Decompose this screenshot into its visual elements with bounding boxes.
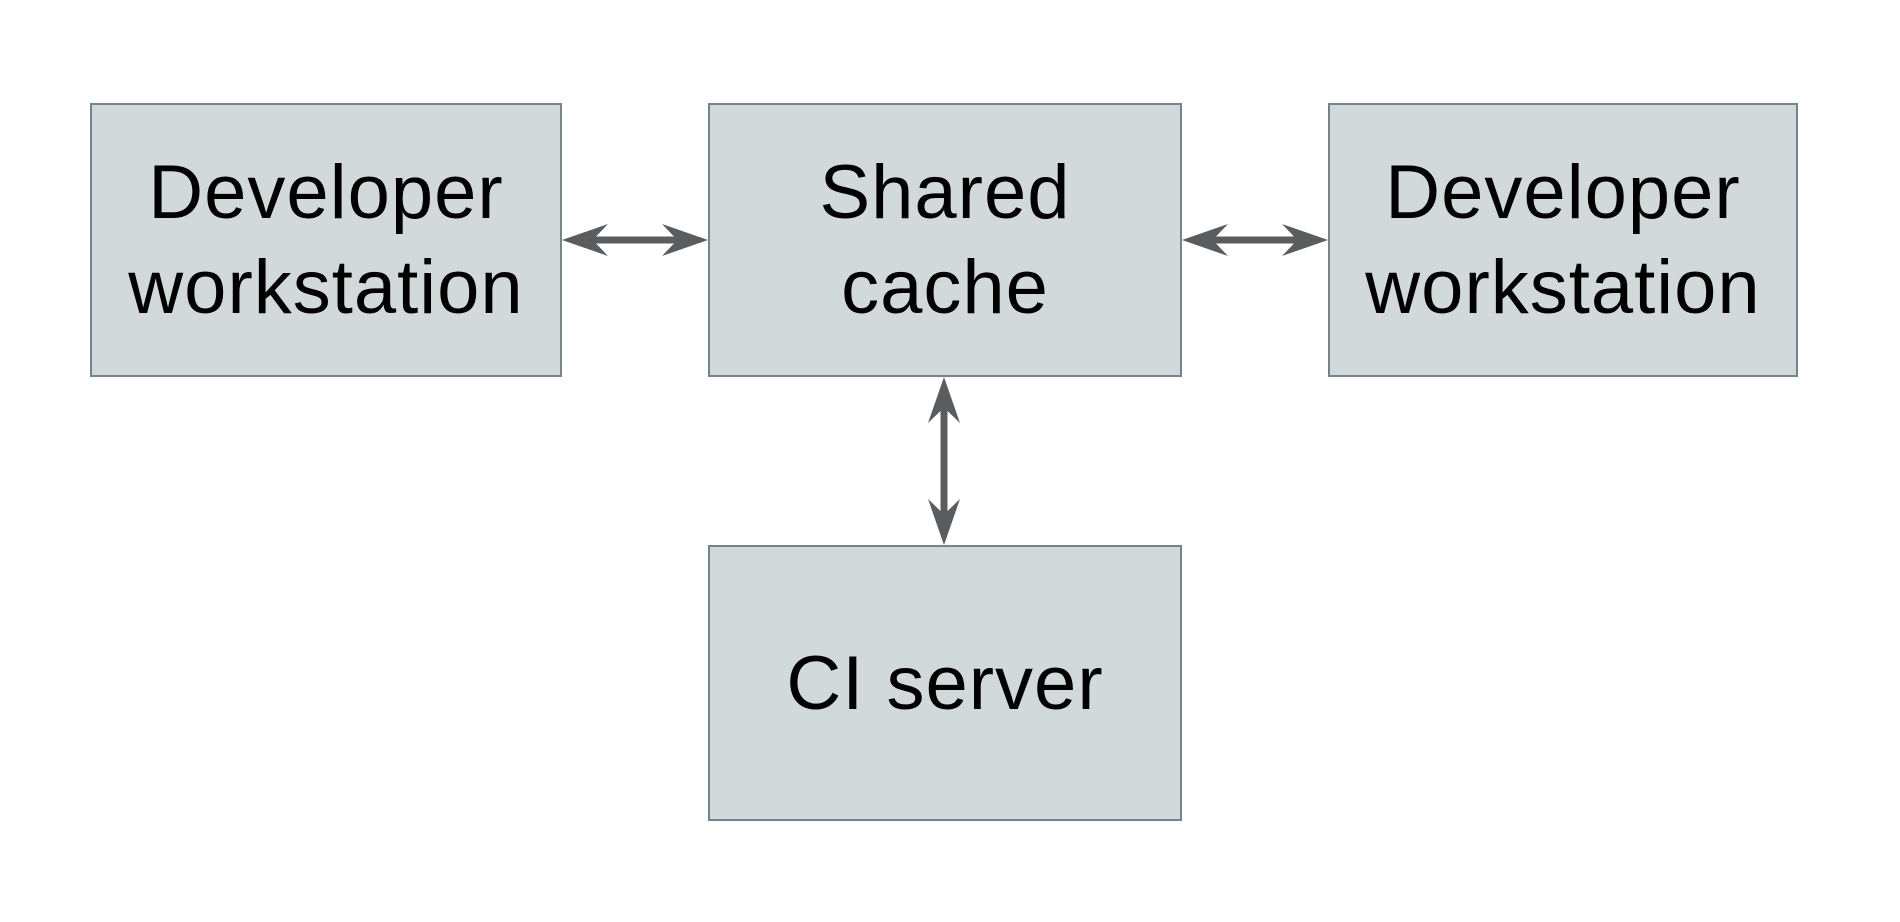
node-developer-workstation-left: Developer workstation [90,103,562,377]
node-developer-workstation-right: Developer workstation [1328,103,1798,377]
bidirectional-arrow-cache-ci-server [928,377,960,545]
node-label-ci-server: CI server [786,640,1104,726]
node-label-developer-workstation-right: Developer workstation [1365,150,1761,330]
bidirectional-arrow-left-workstation-cache [562,224,708,256]
node-shared-cache: Shared cache [708,103,1182,377]
node-label-shared-cache: Shared cache [819,150,1071,330]
node-ci-server: CI server [708,545,1182,821]
node-label-developer-workstation-left: Developer workstation [128,150,524,330]
bidirectional-arrow-cache-right-workstation [1182,224,1328,256]
